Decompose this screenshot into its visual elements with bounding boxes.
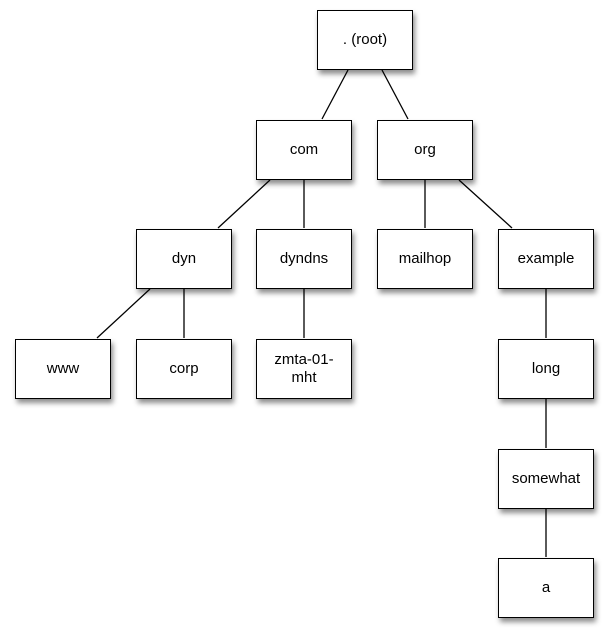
- node-label: long: [531, 360, 561, 377]
- node-label: com: [289, 141, 319, 158]
- node-label: dyndns: [279, 250, 329, 267]
- node-example: example: [498, 229, 594, 289]
- node-somewhat: somewhat: [498, 449, 594, 509]
- node-label: dyn: [171, 250, 197, 267]
- node-label: www: [46, 360, 80, 377]
- edge-root-com: [321, 69, 349, 120]
- node-long: long: [498, 339, 594, 399]
- node-a: a: [498, 558, 594, 618]
- edge-dyn-www: [96, 288, 151, 339]
- node-label: example: [517, 250, 575, 267]
- node-label: mailhop: [398, 250, 452, 267]
- edge-root-org: [381, 69, 409, 120]
- node-label: corp: [169, 360, 199, 377]
- node-label: somewhat: [511, 470, 581, 487]
- node-corp: corp: [136, 339, 232, 399]
- node-label: org: [414, 141, 436, 158]
- edge-org-example: [458, 179, 513, 229]
- node-label: zmta-01- mht: [274, 351, 334, 386]
- node-label: . (root): [342, 31, 388, 48]
- node-root: . (root): [317, 10, 413, 70]
- node-label: a: [541, 579, 551, 596]
- node-www: www: [15, 339, 111, 399]
- node-dyn: dyn: [136, 229, 232, 289]
- node-zmta-01-mht: zmta-01- mht: [256, 339, 352, 399]
- node-dyndns: dyndns: [256, 229, 352, 289]
- node-com: com: [256, 120, 352, 180]
- edge-com-dyn: [217, 179, 271, 229]
- node-mailhop: mailhop: [377, 229, 473, 289]
- node-org: org: [377, 120, 473, 180]
